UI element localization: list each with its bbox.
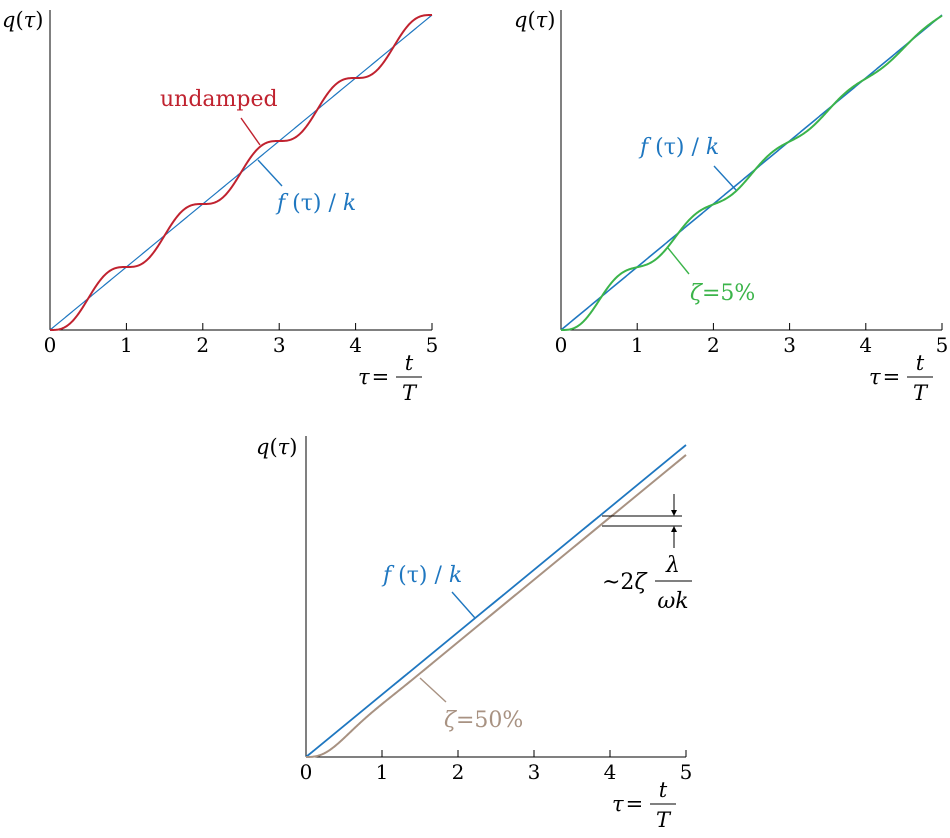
x-tick-label: 5 (426, 333, 439, 357)
y-axis-label: q(τ) (2, 8, 43, 32)
arrow-down-icon (671, 510, 677, 516)
x-tick-label: 2 (196, 333, 209, 357)
series-line-ramp (305, 444, 687, 758)
x-tick-label: 0 (555, 333, 568, 357)
x-tick-label: 5 (936, 333, 949, 357)
x-tick-label: 0 (44, 333, 57, 357)
legend-zeta-5: ζ=5% (690, 281, 755, 306)
arrow-up-icon (671, 526, 677, 532)
svg-text:t: t (659, 778, 668, 802)
x-tick-label: 1 (376, 760, 389, 784)
series-line-zeta-5 (561, 14, 943, 331)
legend-undamped: undamped (160, 87, 278, 112)
offset-annotation: ~2ζ λ ωk (602, 553, 692, 614)
svg-text:t: t (405, 351, 414, 375)
offset-marker (602, 494, 682, 548)
y-axis-label: q(τ) (256, 435, 297, 459)
label-ramp: f (τ) / k (638, 135, 737, 191)
svg-text:λ: λ (665, 553, 680, 578)
chart-zeta-50: 0 1 2 3 4 5 q(τ) τ= t T f (τ) / k ζ=50% (256, 435, 692, 832)
label-zeta-50: ζ=50% (419, 677, 523, 733)
svg-text:τ=: τ= (358, 365, 389, 389)
svg-text:τ=: τ= (612, 792, 643, 816)
x-tick-label: 1 (120, 333, 133, 357)
x-tick-label: 2 (452, 760, 465, 784)
svg-text:τ=: τ= (869, 365, 900, 389)
x-tick-label: 5 (680, 760, 693, 784)
x-axis-label: τ= t T (869, 351, 933, 405)
series-line-undamped (50, 14, 432, 331)
svg-text:T: T (913, 381, 929, 405)
y-axis-label: q(τ) (514, 8, 555, 32)
x-tick-label: 0 (300, 760, 313, 784)
x-tick-label: 4 (859, 333, 872, 357)
x-tick-label: 4 (604, 760, 617, 784)
chart-zeta-5: 0 1 2 3 4 5 q(τ) τ= t T f (τ) / k ζ=5% (514, 8, 948, 405)
legend-ramp: f (τ) / k (275, 191, 356, 216)
label-ramp: f (τ) / k (257, 159, 356, 216)
x-tick-label: 1 (631, 333, 644, 357)
legend-ramp: f (τ) / k (381, 563, 462, 588)
svg-text:t: t (916, 351, 925, 375)
svg-text:T: T (656, 808, 672, 832)
chart-undamped: 0 1 2 3 4 5 q(τ) τ= t T undamped f (τ) / k (2, 8, 438, 405)
label-ramp: f (τ) / k (381, 563, 476, 619)
x-tick-label: 4 (349, 333, 362, 357)
x-tick-label: 3 (273, 333, 286, 357)
label-undamped: undamped (160, 87, 278, 146)
label-zeta-5: ζ=5% (667, 247, 755, 306)
x-axis-label: τ= t T (358, 351, 422, 405)
svg-text:T: T (402, 381, 418, 405)
x-axis-label: τ= t T (612, 778, 676, 832)
x-tick-label: 2 (707, 333, 720, 357)
svg-text:~2ζ: ~2ζ (602, 570, 648, 595)
svg-text:ωk: ωk (657, 589, 688, 614)
x-tick-label: 3 (783, 333, 796, 357)
x-tick-label: 3 (528, 760, 541, 784)
series-line-zeta-50 (306, 454, 687, 758)
legend-zeta-50: ζ=50% (444, 708, 523, 733)
legend-ramp: f (τ) / k (638, 135, 719, 160)
